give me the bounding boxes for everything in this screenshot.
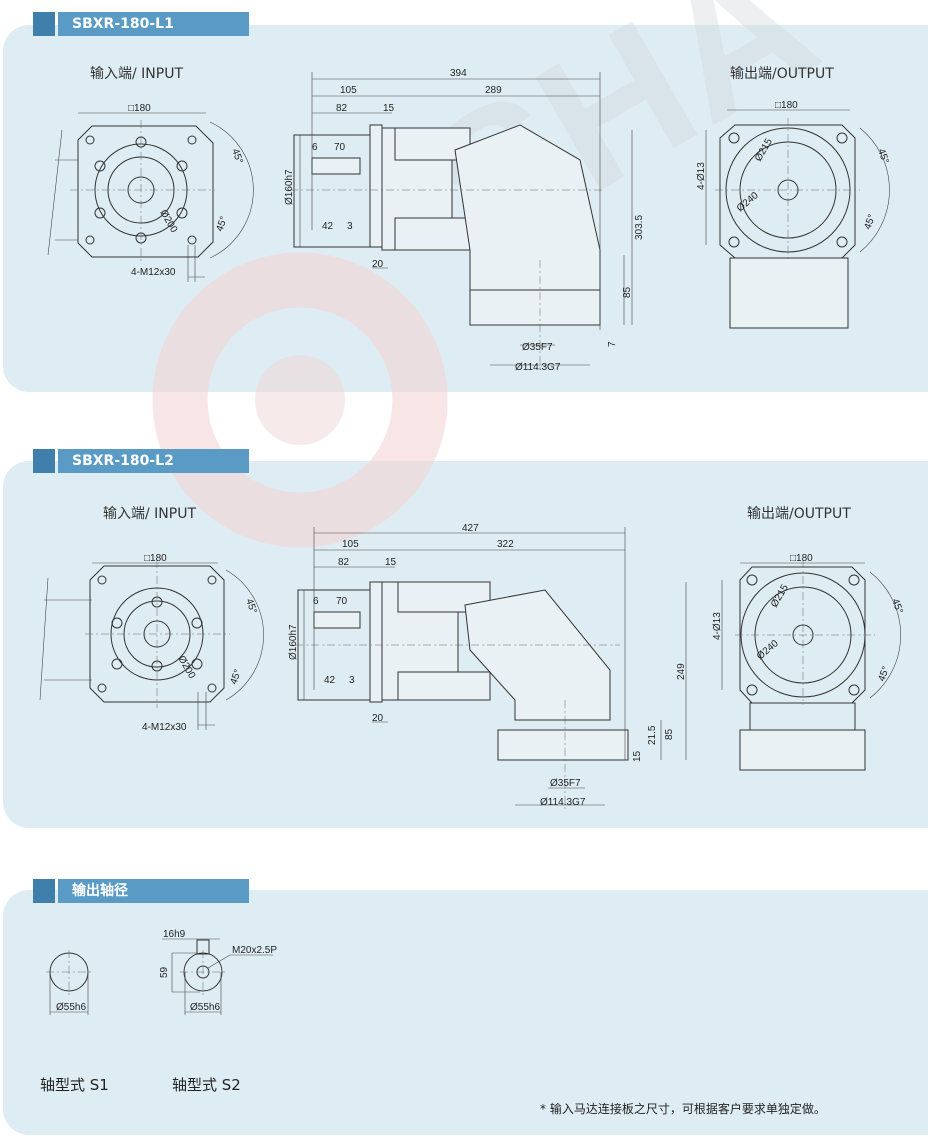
input-title: 输入端/ INPUT xyxy=(103,506,197,522)
dim-total: 394 xyxy=(450,68,467,79)
dim-pcd: Ø200 xyxy=(157,208,179,235)
dim-angle: 45° xyxy=(876,665,892,683)
dim-holes: 4-Ø13 xyxy=(696,162,707,190)
tab-marker xyxy=(33,879,55,903)
dim-height: 303.5 xyxy=(634,215,645,240)
shaft-s1: Ø55h6 xyxy=(46,950,92,1015)
dim-bolts: 4-M12x30 xyxy=(131,267,176,278)
dim-pcd: Ø240 xyxy=(735,190,761,214)
dim: 15 xyxy=(632,750,643,762)
dim-boss: Ø114.3G7 xyxy=(515,362,561,373)
footnote: * 输入马达连接板之尺寸，可根据客户要求单独定做。 xyxy=(540,1102,826,1116)
dim-diameter: Ø55h6 xyxy=(190,1002,220,1013)
dim-angle: 45° xyxy=(862,213,878,231)
dim-square: □180 xyxy=(775,100,798,111)
tab-marker xyxy=(33,449,55,473)
dim: 82 xyxy=(336,103,348,114)
dim-pilot: Ø160h7 xyxy=(284,169,295,205)
dim: 85 xyxy=(664,728,675,740)
dim-angle: 45° xyxy=(229,147,245,165)
side-view-l2: 427 105 322 82 15 6 70 42 3 20 Ø160h7 24… xyxy=(288,523,687,810)
dim: 6 xyxy=(312,142,318,153)
section-tab-l1: SBXR-180-L1 xyxy=(58,12,249,36)
dim: 3 xyxy=(347,221,353,232)
dim: 322 xyxy=(497,539,514,550)
dim-bolts: 4-M12x30 xyxy=(142,722,187,733)
dim: 105 xyxy=(340,85,357,96)
dim-pilot: Ø160h7 xyxy=(288,624,299,660)
dim-key: 16h9 xyxy=(163,929,186,940)
output-view-l1: □180 4-Ø13 Ø215 Ø240 45° 45° xyxy=(696,100,891,329)
dim-pcd: Ø215 xyxy=(753,136,775,163)
input-view-l1: □180 45° 45° Ø200 4-M12x30 xyxy=(47,103,254,282)
shaft-s2: 16h9 59 M20x2.5P Ø55h6 xyxy=(159,929,277,1015)
output-title: 输出端/OUTPUT xyxy=(730,66,834,82)
dim-height: 59 xyxy=(159,966,170,978)
dim-bore: Ø35F7 xyxy=(550,778,581,789)
dim-height: 249 xyxy=(676,663,687,680)
dim: 70 xyxy=(334,142,346,153)
dim-square: □180 xyxy=(790,553,813,564)
shaft-type-s2: 轴型式 S2 xyxy=(172,1076,241,1094)
dim: 105 xyxy=(342,539,359,550)
dim-angle: 45° xyxy=(228,668,244,686)
side-view-l1: 394 105 289 82 15 6 70 42 3 20 Ø160h7 30… xyxy=(284,68,645,373)
dim-bore: Ø35F7 xyxy=(522,342,553,353)
dim-total: 427 xyxy=(462,523,479,534)
output-view-l2: □180 4-Ø13 Ø215 Ø240 45° 45° xyxy=(712,553,905,771)
dim-holes: 4-Ø13 xyxy=(712,612,723,640)
dim: 6 xyxy=(313,596,319,607)
dim: 82 xyxy=(338,557,350,568)
dim-thread: M20x2.5P xyxy=(232,945,277,956)
dim: 7 xyxy=(607,341,618,347)
dim-angle: 45° xyxy=(875,147,891,165)
dim: 15 xyxy=(385,557,397,568)
dim: 20 xyxy=(372,713,384,724)
tab-marker xyxy=(33,12,55,36)
dim-square: □180 xyxy=(144,553,167,564)
input-view-l2: □180 45° 45° Ø200 4-M12x30 xyxy=(39,553,264,733)
dim-square: □180 xyxy=(128,103,151,114)
dim-boss: Ø114.3G7 xyxy=(540,797,586,808)
dim: 21.5 xyxy=(647,725,658,745)
shaft-type-s1: 轴型式 S1 xyxy=(40,1076,109,1094)
input-title: 输入端/ INPUT xyxy=(90,66,184,82)
dim-angle: 45° xyxy=(243,597,259,615)
section-tab-shaft: 输出轴径 xyxy=(58,879,249,903)
dim: 15 xyxy=(383,103,395,114)
output-title: 输出端/OUTPUT xyxy=(747,506,851,522)
dim-angle: 45° xyxy=(889,597,905,615)
dim: 85 xyxy=(622,286,633,298)
dim: 20 xyxy=(372,259,384,270)
panel-shaft xyxy=(3,890,928,1135)
dim: 289 xyxy=(485,85,502,96)
dim-diameter: Ø55h6 xyxy=(56,1002,86,1013)
dim: 42 xyxy=(324,675,336,686)
dim: 42 xyxy=(322,221,334,232)
dim-pcd: Ø215 xyxy=(769,582,791,609)
dim: 70 xyxy=(336,596,348,607)
section-tab-l2: SBXR-180-L2 xyxy=(58,449,249,473)
dim-angle: 45° xyxy=(214,215,230,233)
dim: 3 xyxy=(349,675,355,686)
dim-pcd: Ø240 xyxy=(755,638,781,662)
